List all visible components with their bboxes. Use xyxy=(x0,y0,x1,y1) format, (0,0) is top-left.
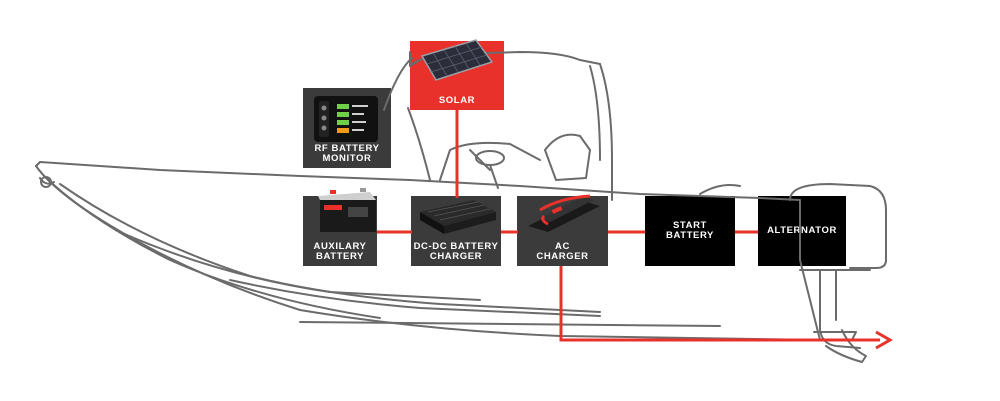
shore-power-arrow-icon xyxy=(875,330,894,350)
solar-box: SOLAR xyxy=(410,41,504,110)
ac-charger-box: AC CHARGER xyxy=(517,196,608,266)
rf-battery-monitor-box: RF BATTERY MONITOR xyxy=(303,88,391,168)
auxiliary-battery-box: AUXILARY BATTERY xyxy=(303,196,377,266)
rf-battery-monitor-label: RF BATTERY MONITOR xyxy=(314,143,380,164)
wire-ac-to-shore xyxy=(559,266,880,342)
solar-label: SOLAR xyxy=(438,95,476,106)
ac-charger-label: AC CHARGER xyxy=(536,241,589,262)
dcdc-charger-label: DC-DC BATTERY CHARGER xyxy=(413,241,499,262)
alternator-box: ALTERNATOR xyxy=(758,196,846,266)
start-battery-box: START BATTERY xyxy=(645,196,735,266)
auxiliary-battery-label: AUXILARY BATTERY xyxy=(313,241,367,262)
dcdc-charger-box: DC-DC BATTERY CHARGER xyxy=(411,196,501,266)
start-battery-label: START BATTERY xyxy=(665,220,714,241)
alternator-label: ALTERNATOR xyxy=(767,225,837,236)
